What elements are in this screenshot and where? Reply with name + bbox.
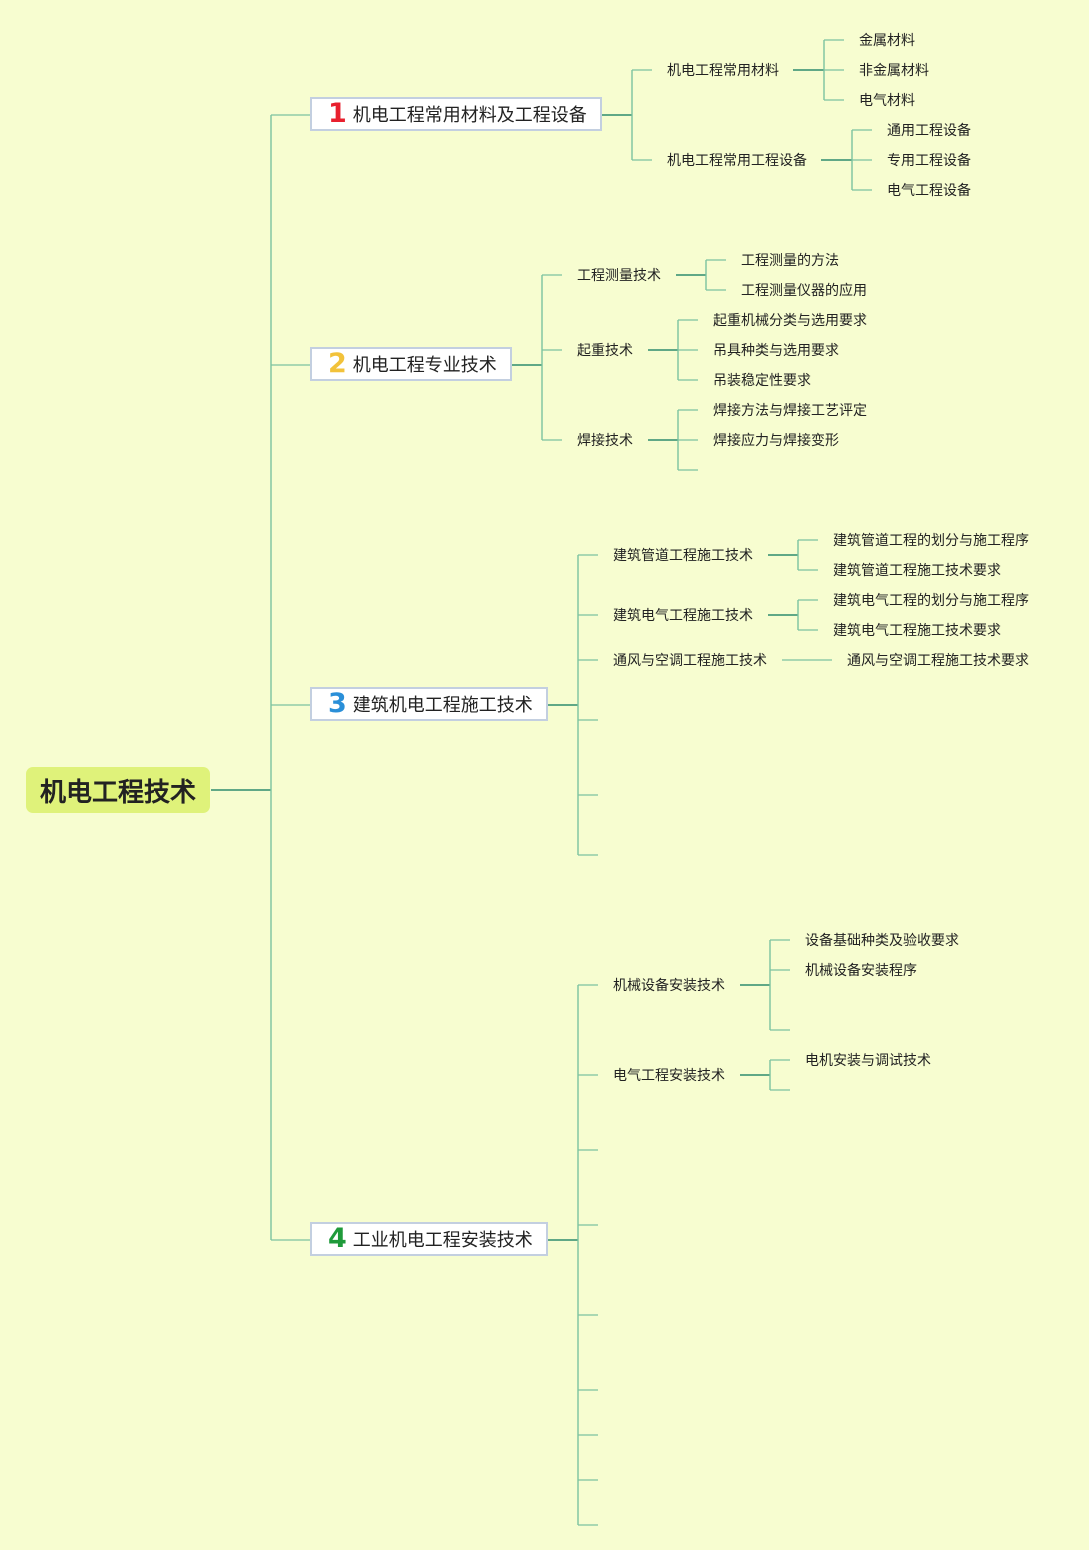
branch-4-label: 工业机电工程安装技术 [352, 1230, 533, 1251]
branch-4-number: 4 [328, 1223, 347, 1254]
topic-1-1[interactable]: 机电工程常用材料 [667, 63, 779, 79]
root-node[interactable]: 机电工程技术 [26, 767, 210, 813]
leaf-1-1-1[interactable]: 金属材料 [859, 33, 915, 49]
topic-3-2[interactable]: 建筑电气工程施工技术 [613, 608, 753, 624]
leaf-1-2-3[interactable]: 电气工程设备 [887, 183, 971, 199]
leaf-1-1-3[interactable]: 电气材料 [859, 93, 915, 109]
leaf-3-3-1[interactable]: 通风与空调工程施工技术要求 [847, 653, 1029, 669]
branch-2-node[interactable]: 2 机电工程专业技术 [310, 347, 512, 381]
branch-1-node[interactable]: 1 机电工程常用材料及工程设备 [310, 97, 602, 131]
branch-1-number: 1 [328, 98, 347, 129]
leaf-2-1-2[interactable]: 工程测量仪器的应用 [741, 283, 867, 299]
leaf-1-2-2[interactable]: 专用工程设备 [887, 153, 971, 169]
branch-1-label: 机电工程常用材料及工程设备 [352, 105, 587, 126]
leaf-2-3-2[interactable]: 焊接应力与焊接变形 [713, 433, 839, 449]
leaf-4-2-1[interactable]: 电机安装与调试技术 [805, 1053, 931, 1069]
topic-3-3[interactable]: 通风与空调工程施工技术 [613, 653, 767, 669]
leaf-3-2-1[interactable]: 建筑电气工程的划分与施工程序 [833, 593, 1029, 609]
leaf-3-1-2[interactable]: 建筑管道工程施工技术要求 [833, 563, 1001, 579]
topic-2-1[interactable]: 工程测量技术 [577, 268, 661, 284]
leaf-4-1-1[interactable]: 设备基础种类及验收要求 [805, 933, 959, 949]
topic-3-1[interactable]: 建筑管道工程施工技术 [613, 548, 753, 564]
branch-2-number: 2 [328, 348, 347, 379]
leaf-1-1-2[interactable]: 非金属材料 [859, 63, 929, 79]
topic-4-2[interactable]: 电气工程安装技术 [613, 1068, 725, 1084]
leaf-2-2-1[interactable]: 起重机械分类与选用要求 [713, 313, 867, 329]
branch-2-label: 机电工程专业技术 [352, 355, 497, 376]
leaf-3-2-2[interactable]: 建筑电气工程施工技术要求 [833, 623, 1001, 639]
topic-2-3[interactable]: 焊接技术 [577, 433, 633, 449]
leaf-2-2-3[interactable]: 吊装稳定性要求 [713, 373, 811, 389]
branch-3-label: 建筑机电工程施工技术 [352, 695, 533, 716]
leaf-1-2-1[interactable]: 通用工程设备 [887, 123, 971, 139]
leaf-4-1-2[interactable]: 机械设备安装程序 [805, 963, 917, 979]
root-label: 机电工程技术 [39, 777, 196, 808]
branch-3-number: 3 [328, 688, 347, 719]
leaf-2-2-2[interactable]: 吊具种类与选用要求 [713, 343, 839, 359]
leaf-2-3-1[interactable]: 焊接方法与焊接工艺评定 [713, 403, 867, 419]
topic-1-2[interactable]: 机电工程常用工程设备 [667, 153, 807, 169]
leaf-3-1-1[interactable]: 建筑管道工程的划分与施工程序 [833, 533, 1029, 549]
branch-4-node[interactable]: 4 工业机电工程安装技术 [310, 1222, 548, 1256]
branch-3-node[interactable]: 3 建筑机电工程施工技术 [310, 687, 548, 721]
topic-2-2[interactable]: 起重技术 [577, 343, 633, 359]
leaf-2-1-1[interactable]: 工程测量的方法 [741, 253, 839, 269]
topic-4-1[interactable]: 机械设备安装技术 [613, 978, 725, 994]
